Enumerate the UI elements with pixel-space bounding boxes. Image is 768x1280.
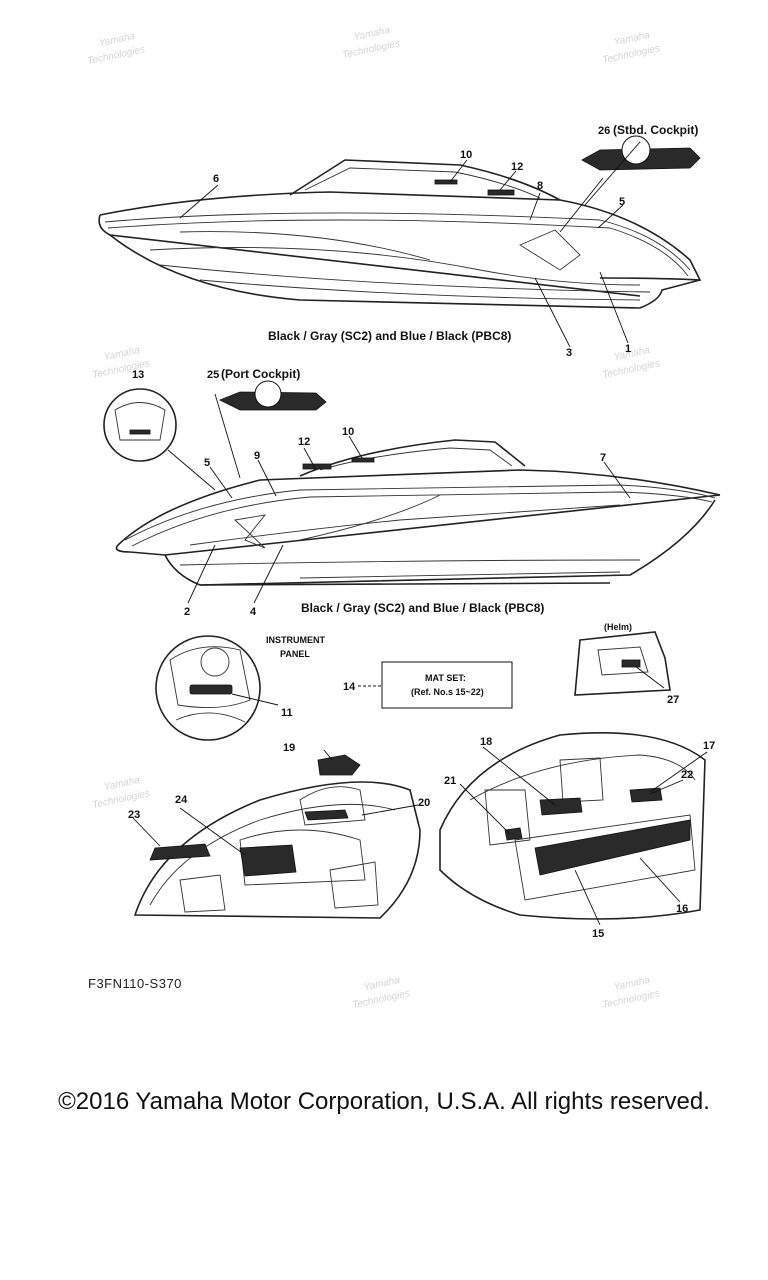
yamaha-logo-decal (302, 463, 332, 470)
callout-10b: 10 (342, 426, 354, 438)
callouts: 1 2 3 4 5 5 6 7 8 9 10 10 11 12 12 13 14… (128, 125, 715, 940)
callout-10a: 10 (460, 149, 472, 161)
mat-decal (539, 797, 583, 816)
callout-23: 23 (128, 809, 140, 821)
port-cockpit-caption: (Port Cockpit) (221, 367, 300, 381)
callout-5a: 5 (619, 196, 625, 208)
helm-detail (574, 631, 671, 696)
mat-decal (149, 843, 211, 861)
watermark-text: Technologies (601, 43, 661, 66)
callout-17: 17 (703, 740, 715, 752)
windshield-decal (351, 457, 375, 463)
port-color-caption: Black / Gray (SC2) and Blue / Black (PBC… (301, 601, 544, 615)
mat-decal (239, 844, 297, 877)
callout-3: 3 (566, 347, 572, 359)
helm-caption: (Helm) (604, 622, 632, 632)
bow-interior-view (133, 754, 421, 919)
callout-16: 16 (676, 903, 688, 915)
stbd-cockpit-caption: (Stbd. Cockpit) (613, 123, 698, 137)
callout-12a: 12 (511, 161, 523, 173)
callout-11: 11 (281, 707, 293, 719)
callout-2: 2 (184, 606, 190, 618)
callout-18: 18 (480, 736, 492, 748)
callout-9: 9 (254, 450, 260, 462)
diagram-code: F3FN110-S370 (88, 976, 182, 991)
callout-20: 20 (418, 797, 430, 809)
watermark-text: Technologies (601, 988, 661, 1011)
yamaha-logo-decal (487, 189, 515, 196)
callout-12b: 12 (298, 436, 310, 448)
instrument-panel-caption: INSTRUMENT (266, 635, 325, 645)
starboard-color-caption: Black / Gray (SC2) and Blue / Black (PBC… (268, 329, 511, 343)
starboard-side-view (98, 159, 702, 309)
callout-21: 21 (444, 775, 456, 787)
watermark-text: Technologies (601, 358, 661, 381)
watermark-text: Technologies (351, 988, 411, 1011)
callout-1: 1 (625, 343, 631, 355)
callout-14: 14 (343, 681, 356, 693)
instrument-panel-detail (155, 635, 279, 741)
callout-4: 4 (250, 606, 257, 618)
callout-19: 19 (283, 742, 295, 754)
watermark-text: Technologies (91, 788, 151, 811)
callout-25: 25 (207, 369, 219, 381)
instrument-panel-caption: PANEL (280, 649, 310, 659)
mat-decal (504, 827, 523, 841)
callout-8: 8 (537, 180, 543, 192)
detail-bow-circle (103, 388, 216, 491)
callout-24: 24 (175, 794, 188, 806)
stern-interior-view (439, 731, 706, 920)
mat-decal (534, 819, 691, 876)
mat-decal (629, 787, 663, 803)
mat-set-box (358, 661, 513, 709)
callout-13: 13 (132, 369, 144, 381)
callout-15: 15 (592, 928, 604, 940)
callout-6: 6 (213, 173, 219, 185)
callout-7: 7 (600, 452, 606, 464)
port-side-view (115, 439, 721, 586)
callout-5b: 5 (204, 457, 210, 469)
callout-27: 27 (667, 694, 679, 706)
watermark-text: Technologies (341, 38, 401, 61)
mat-decal (304, 809, 349, 821)
port-cockpit-decal (219, 380, 327, 411)
mat-set-reference: (Ref. No.s 15~22) (411, 687, 484, 697)
callout-26: 26 (598, 125, 610, 137)
copyright-notice: ©2016 Yamaha Motor Corporation, U.S.A. A… (58, 1088, 710, 1115)
leader-lines (132, 141, 708, 926)
captions: (Stbd. Cockpit) (Port Cockpit) Black / G… (88, 123, 698, 991)
watermark-text: Technologies (86, 44, 146, 67)
mat-set-caption: MAT SET: (425, 673, 466, 683)
mat-decal (317, 754, 361, 776)
stbd-cockpit-decal (581, 135, 701, 171)
windshield-decal (434, 179, 458, 185)
callout-22: 22 (681, 769, 693, 781)
